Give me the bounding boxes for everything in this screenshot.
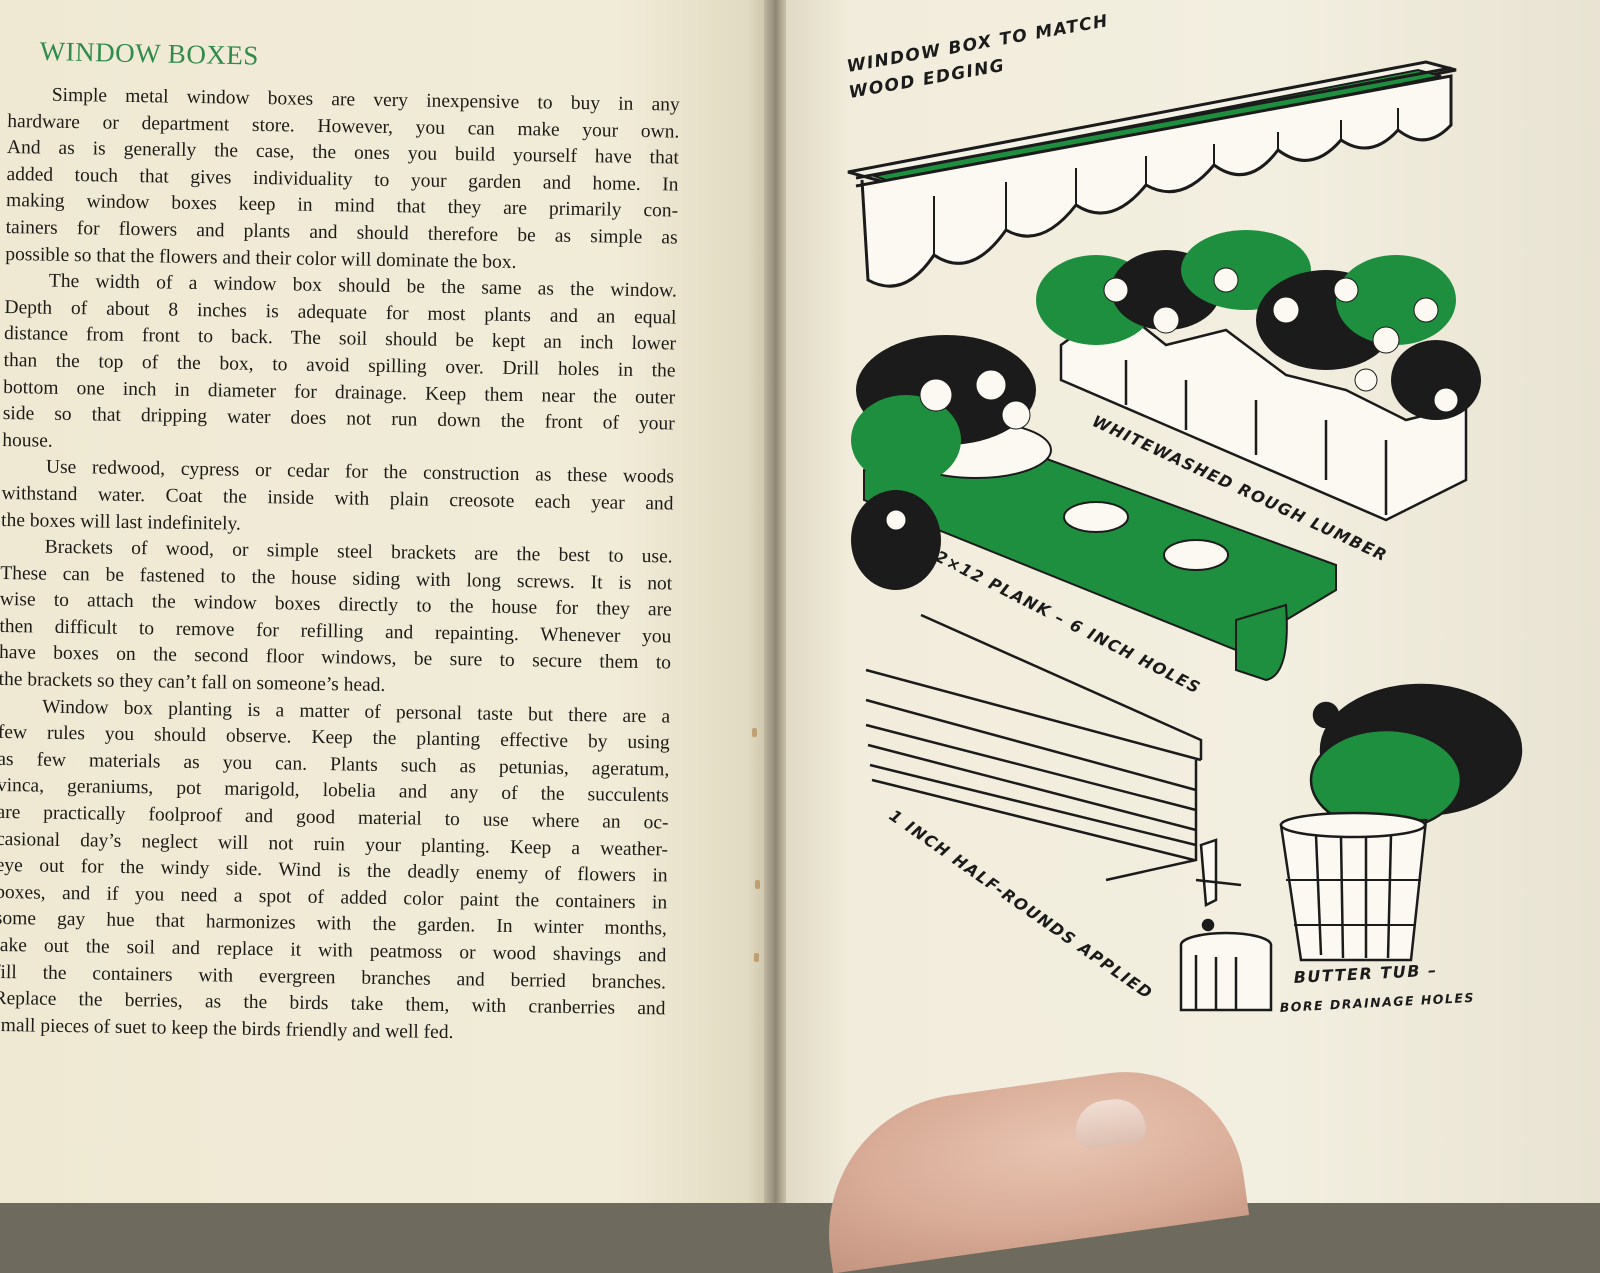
- paper-stain: [754, 953, 759, 962]
- left-page: WINDOW BOXES Simple metal window boxes a…: [0, 0, 770, 1203]
- scalloped-window-box: [847, 60, 1457, 288]
- half-round-boards: [865, 613, 1203, 882]
- lumber-flower-box: [1059, 303, 1468, 522]
- half-rounds-label: 1 INCH HALF-ROUNDS APPLIED: [886, 806, 1157, 1004]
- butter-tub: [1279, 683, 1523, 962]
- window-box-illustration: WINDOW BOX TO MATCH WOOD EDGING: [845, 11, 1523, 1015]
- body-text: Simple metal window boxes are very inexp…: [0, 82, 680, 1050]
- geranium-pot: [851, 335, 1052, 590]
- paper-stain: [752, 728, 757, 737]
- plank-shelf: [863, 453, 1337, 682]
- petunia-foliage: [1036, 230, 1481, 420]
- drainage-holes-label: BORE DRAINAGE HOLES: [1279, 990, 1475, 1015]
- hand-drill: [1179, 838, 1273, 1012]
- book-gutter: [764, 0, 790, 1203]
- page-heading: WINDOW BOXES: [39, 36, 260, 71]
- butter-tub-label: BUTTER TUB –: [1293, 960, 1438, 987]
- paper-stain: [755, 880, 760, 889]
